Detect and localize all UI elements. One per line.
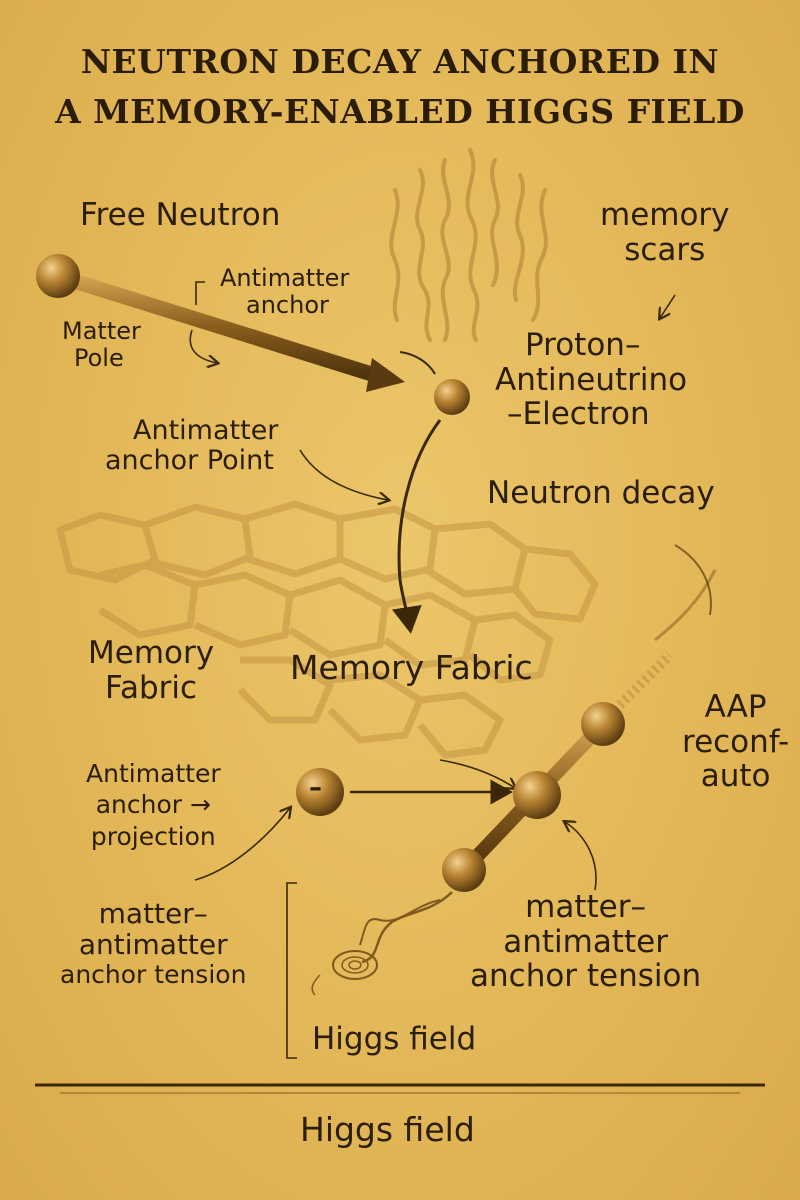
memory-fabric-center-label: Memory Fabric [290,648,533,687]
antineutrino-line: Antineutrino [495,361,688,398]
matter-pole-line-2: Pole [74,343,124,372]
free-neutron-track [36,254,405,392]
tension-left-line-1: matter– [98,897,208,930]
higgs-field-bottom-label: Higgs field [300,1110,475,1149]
memory-fabric-left-label: Memory Fabric [88,636,214,705]
projection-line-1: Antimatter [86,759,221,788]
anchor-point-line-2: anchor Point [105,445,274,477]
projection-line-2: anchor → [95,790,211,820]
higgs-field-inner-label: Higgs field [312,1021,477,1057]
neutron-decay-label: Neutron decay [487,475,715,511]
higgs-swirl [311,891,453,996]
antimatter-anchor-label: Antimatter anchor [220,265,349,319]
higgs-bracket [286,882,297,1059]
projection-line-3: projection [90,821,216,851]
auto-line: auto [700,758,771,795]
antimatter-anchor-point-label: Antimatter anchor Point [105,415,279,477]
free-neutron-label: Free Neutron [80,197,281,233]
proton-antineutrino-electron-label: Proton– Antineutrino –Electron [495,328,687,432]
tension-right-line-3: anchor tension [470,958,702,995]
antimatter-anchor-projection-label: Antimatter anchor → projection [86,758,221,852]
memory-scars-arrow [660,294,676,318]
memory-fabric-left-line-1: Memory [88,635,215,671]
memory-scars-line-1: memory [600,197,730,233]
memory-scar-waves [389,148,548,342]
matter-pole-line-1: Matter [62,317,141,345]
anchor-projection [296,759,515,816]
memory-scars-label: memory scars [600,198,730,267]
electron-line: –Electron [507,396,650,433]
higgs-field-baseline [35,1083,765,1094]
memory-fabric-mesh [56,500,599,759]
aap-reconf-label: AAP reconf- auto [682,690,789,794]
tension-left-line-3: anchor tension [60,959,247,989]
matter-pole-arrow [189,329,217,363]
aap-line: AAP [704,689,767,725]
antimatter-anchor-line-1: Antimatter [220,264,350,292]
proton-line: Proton– [525,327,641,363]
title-line-2: A MEMORY-ENABLED HIGGS FIELD [55,92,745,131]
matter-pole-label: Matter Pole [62,318,141,372]
tension-left-line-2: antimatter [78,928,228,962]
tension-right-line-2: antimatter [503,923,668,960]
tension-right-line-1: matter– [525,889,646,925]
tension-right-arrow [565,822,597,891]
tension-right-label: matter– antimatter anchor tension [470,890,701,994]
projection-minus-sign: – [309,773,322,803]
title-line-1: NEUTRON DECAY ANCHORED IN [80,42,720,81]
antimatter-anchor-line-2: anchor [246,290,329,319]
tension-left-label: matter– antimatter anchor tension [60,898,246,989]
reconf-line: reconf- [682,723,790,760]
decay-point-particle [434,379,470,415]
anchor-point-arrow [299,449,388,500]
decay-arrow [391,419,442,634]
memory-fabric-left-line-2: Fabric [105,669,198,706]
projection-arrow [194,808,290,881]
anchor-point-line-1: Antimatter [133,415,279,446]
antimatter-anchor-bracket [195,281,205,305]
aap-chain [442,544,717,892]
memory-scars-line-2: scars [624,231,706,268]
